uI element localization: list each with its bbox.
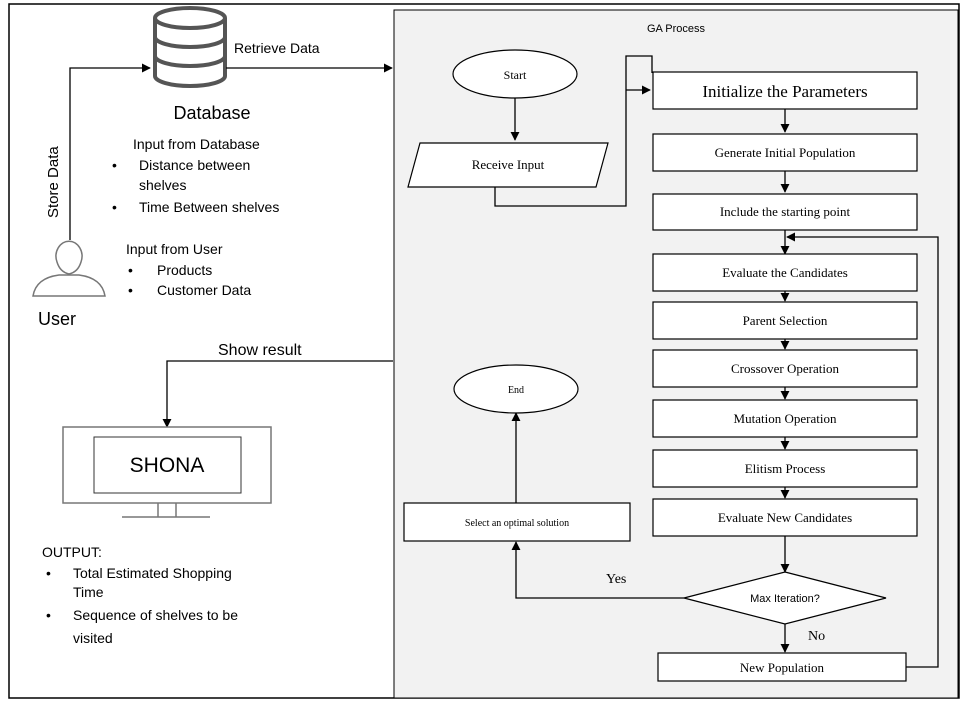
step-crossover-box [652, 349, 918, 388]
output-title: OUTPUT: [42, 544, 102, 560]
step-crossover-label: Crossover Operation [731, 361, 839, 376]
db-input-item: Distance between [139, 157, 250, 173]
step-evaluate-box [652, 253, 918, 292]
bullet-icon: • [112, 199, 117, 215]
decision-label: Max Iteration? [750, 593, 820, 605]
bullet-icon: • [112, 157, 117, 173]
retrieve-data-label: Retrieve Data [234, 40, 320, 56]
user-input-item: Products [157, 262, 212, 278]
end-node [453, 364, 579, 414]
show-result-label: Show result [218, 342, 302, 359]
database-label: Database [173, 103, 250, 123]
step-include-box [652, 193, 918, 231]
user-label: User [38, 309, 76, 329]
store-data-label: Store Data [45, 146, 62, 218]
step-evaluate-new-box [652, 498, 918, 537]
bullet-icon: • [46, 607, 51, 623]
end-label: End [508, 385, 524, 396]
receive-input-label: Receive Input [472, 157, 545, 172]
bullet-icon: • [128, 262, 133, 278]
no-label: No [808, 629, 825, 644]
monitor-icon [62, 426, 272, 518]
user-input-item: Customer Data [157, 282, 251, 298]
step-elitism-box [652, 449, 918, 488]
bullet-icon: • [46, 565, 51, 581]
store-data-arrow [69, 63, 151, 240]
step-evaluate-new-label: Evaluate New Candidates [718, 510, 852, 525]
arrow-input-to-init [494, 55, 653, 207]
new-population-label: New Population [740, 660, 825, 675]
bullet-icon: • [128, 282, 133, 298]
database-icon [153, 6, 227, 88]
arrow-loop-back [786, 232, 939, 668]
select-optimal-label: Select an optimal solution [465, 518, 569, 529]
ga-process-title: GA Process [647, 23, 706, 35]
user-input-title: Input from User [126, 241, 223, 257]
step-elitism-label: Elitism Process [745, 461, 826, 476]
output-item: visited [73, 630, 113, 646]
user-icon [32, 240, 106, 297]
receive-input-node [407, 142, 609, 188]
new-population-box [657, 652, 907, 682]
step-parent-box [652, 301, 918, 340]
step-mutation-box [652, 399, 918, 438]
db-input-title: Input from Database [133, 136, 260, 152]
yes-label: Yes [606, 572, 626, 587]
step-include-label: Include the starting point [720, 204, 851, 219]
step-mutation-label: Mutation Operation [734, 411, 837, 426]
output-item: Time [73, 584, 104, 600]
db-input-item: Time Between shelves [139, 199, 279, 215]
step-initialize-label: Initialize the Parameters [702, 82, 867, 101]
output-item: Sequence of shelves to be [73, 607, 238, 623]
step-evaluate-label: Evaluate the Candidates [722, 265, 848, 280]
step-generate-label: Generate Initial Population [715, 145, 856, 160]
db-input-item: shelves [139, 177, 186, 193]
output-item: Total Estimated Shopping [73, 565, 232, 581]
step-initialize-box [652, 71, 918, 110]
select-optimal-box [403, 502, 631, 542]
step-parent-label: Parent Selection [743, 313, 828, 328]
start-label: Start [504, 68, 527, 82]
arrow-yes [511, 541, 684, 599]
show-result-arrow [162, 360, 393, 428]
monitor-text: SHONA [130, 454, 205, 477]
